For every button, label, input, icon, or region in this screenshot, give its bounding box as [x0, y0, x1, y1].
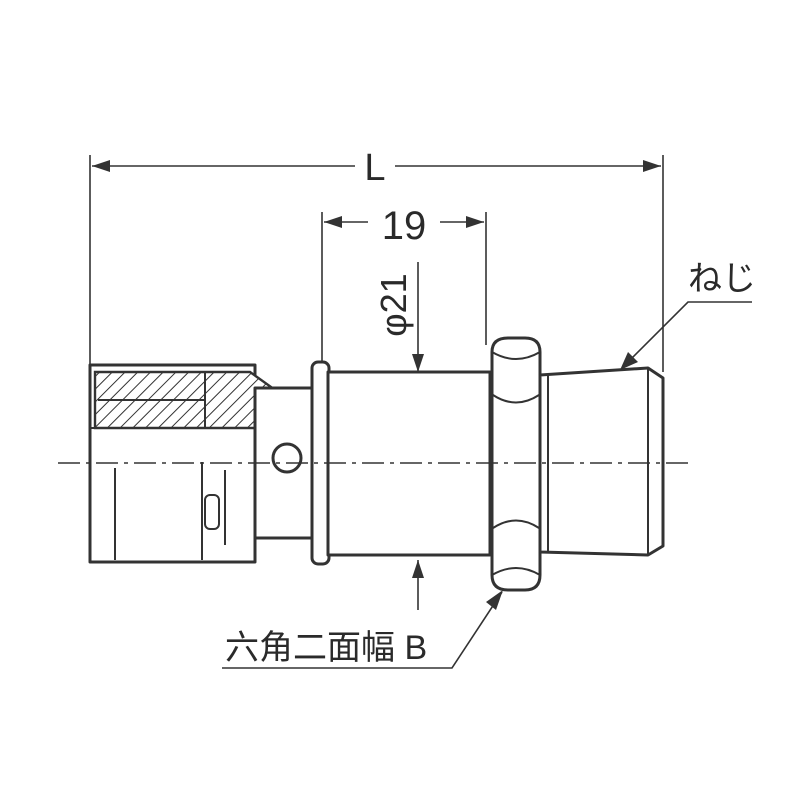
hex-edge-top: [491, 351, 541, 360]
hex-leader-line: [222, 591, 503, 669]
hex-face-top: [492, 394, 540, 404]
hex-leader-arrow: [486, 590, 503, 610]
dimension-19: 19: [321, 204, 487, 365]
dimension-label-l: L: [364, 147, 385, 189]
hex-face-bottom: [492, 519, 540, 529]
fitting-body: [88, 336, 665, 592]
thread-label: ねじ: [688, 260, 756, 298]
arrowhead-diameter-bottom: [412, 560, 424, 578]
thread-leader-line: [621, 301, 752, 369]
arrowhead-l-left: [92, 160, 110, 172]
dimension-diameter: φ21: [373, 262, 424, 610]
thread-leader-arrow: [620, 352, 638, 370]
thread-callout: ねじ: [620, 260, 756, 370]
dimension-l: L: [89, 147, 664, 372]
hex-callout: 六角二面幅 B: [222, 590, 503, 669]
dimension-label-diameter: φ21: [373, 273, 414, 336]
arrowhead-l-right: [643, 160, 661, 172]
lock-pin: [204, 494, 220, 530]
hex-edge-bottom: [491, 567, 541, 576]
ball-detent: [271, 442, 303, 474]
arrowhead-19-left: [324, 216, 342, 228]
hex-label: 六角二面幅 B: [225, 629, 427, 667]
dimension-label-19: 19: [382, 204, 427, 248]
hex-nut: [490, 336, 542, 592]
arrowhead-19-right: [466, 216, 484, 228]
threaded-end: [538, 366, 665, 557]
arrowhead-diameter-top: [412, 354, 424, 372]
